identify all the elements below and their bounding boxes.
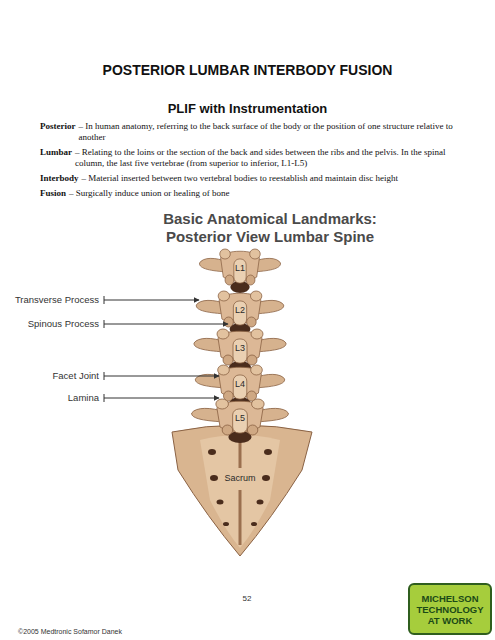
section-heading: Basic Anatomical Landmarks: Posterior Vi… xyxy=(140,210,400,246)
definition-list: Posterior– In human anatomy, referring t… xyxy=(40,121,472,203)
definition-row: Posterior– In human anatomy, referring t… xyxy=(40,121,472,143)
logo-badge: MICHELSON TECHNOLOGY AT WORK xyxy=(408,583,492,635)
vertebra xyxy=(199,249,280,293)
definition-row: Fusion– Surgically induce union or heali… xyxy=(40,188,472,199)
page-title: POSTERIOR LUMBAR INTERBODY FUSION xyxy=(0,62,495,78)
vertebra-label: L4 xyxy=(235,379,245,389)
vertebra-label: L3 xyxy=(235,343,245,353)
vertebra xyxy=(192,399,289,443)
bone-label: Sacrum xyxy=(224,473,255,483)
vertebra-label: L1 xyxy=(235,263,245,273)
callout-label: Lamina xyxy=(68,392,99,403)
page-number: 52 xyxy=(243,594,252,603)
term: Lumbar xyxy=(40,147,72,158)
callout-label: Transverse Process xyxy=(15,294,99,305)
vertebra xyxy=(196,291,283,335)
callout-label: Spinous Process xyxy=(28,318,99,329)
subtitle: PLIF with Instrumentation xyxy=(0,101,495,116)
sacrum-bone xyxy=(172,425,312,556)
definition-row: Lumbar– Relating to the loins or the sec… xyxy=(40,147,472,169)
vertebra-label: L5 xyxy=(235,413,245,423)
copyright: ©2005 Medtronic Sofamor Danek xyxy=(18,628,122,635)
term: Interbody xyxy=(40,173,79,184)
definition: – In human anatomy, referring to the bac… xyxy=(78,121,472,143)
vertebra-label: L2 xyxy=(235,305,245,315)
definition: – Relating to the loins or the section o… xyxy=(75,147,472,169)
term: Posterior xyxy=(40,121,75,132)
logo-text: MICHELSON TECHNOLOGY AT WORK xyxy=(410,591,490,628)
callout-label: Facet Joint xyxy=(53,370,99,381)
definition: – Material inserted between two vertebra… xyxy=(82,173,472,184)
leader-lines xyxy=(104,296,228,402)
term: Fusion xyxy=(40,188,66,199)
vertebra xyxy=(194,329,286,373)
definition-row: Interbody– Material inserted between two… xyxy=(40,173,472,184)
definition: – Surgically induce union or healing of … xyxy=(69,188,472,199)
